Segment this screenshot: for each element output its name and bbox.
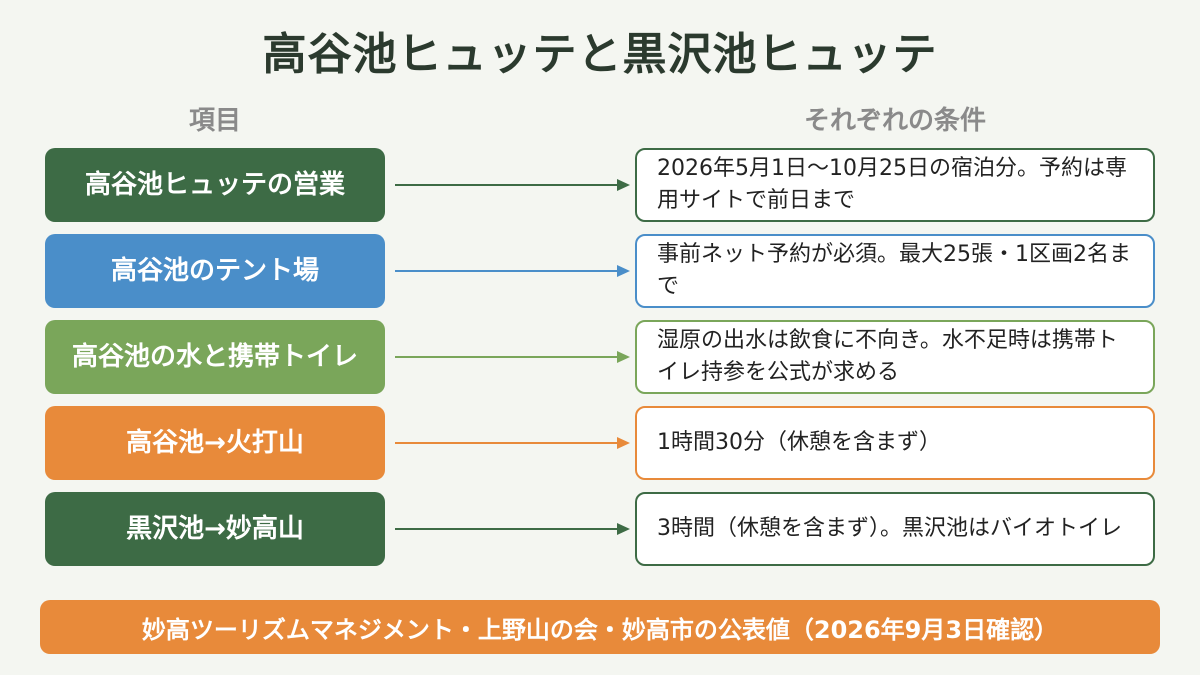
page-title: 高谷池ヒュッテと黒沢池ヒュッテ — [262, 29, 938, 80]
row-condition: 1時間30分（休憩を含まず） — [635, 406, 1155, 480]
row-condition: 3時間（休憩を含まず）。黒沢池はバイオトイレ — [635, 492, 1155, 566]
row-condition: 2026年5月1日〜10月25日の宿泊分。予約は専用サイトで前日まで — [635, 148, 1155, 222]
row-condition: 事前ネット予約が必須。最大25張・1区画2名まで — [635, 234, 1155, 308]
row-hut-operation: 高谷池ヒュッテの営業 2026年5月1日〜10月25日の宿泊分。予約は専用サイト… — [0, 148, 1200, 222]
row-tent-site: 高谷池のテント場 事前ネット予約が必須。最大25張・1区画2名まで — [0, 234, 1200, 308]
row-hiuchi-route: 高谷池→火打山 1時間30分（休憩を含まず） — [0, 406, 1200, 480]
arrow-icon — [395, 179, 630, 191]
row-label: 高谷池ヒュッテの営業 — [45, 148, 385, 222]
row-label: 高谷池の水と携帯トイレ — [45, 320, 385, 394]
row-label: 高谷池のテント場 — [45, 234, 385, 308]
row-condition: 湿原の出水は飲食に不向き。水不足時は携帯トイレ持参を公式が求める — [635, 320, 1155, 394]
arrow-icon — [395, 351, 630, 363]
row-myoko-route: 黒沢池→妙高山 3時間（休憩を含まず）。黒沢池はバイオトイレ — [0, 492, 1200, 566]
arrow-icon — [395, 265, 630, 277]
row-label: 高谷池→火打山 — [45, 406, 385, 480]
column-header-condition: それぞれの条件 — [803, 106, 986, 136]
row-label: 黒沢池→妙高山 — [45, 492, 385, 566]
arrow-icon — [395, 437, 630, 449]
source-footer: 妙高ツーリズムマネジメント・上野山の会・妙高市の公表値（2026年9月3日確認） — [40, 600, 1160, 654]
arrow-icon — [395, 523, 630, 535]
column-header-item: 項目 — [188, 106, 241, 136]
row-water-toilet: 高谷池の水と携帯トイレ 湿原の出水は飲食に不向き。水不足時は携帯トイレ持参を公式… — [0, 320, 1200, 394]
